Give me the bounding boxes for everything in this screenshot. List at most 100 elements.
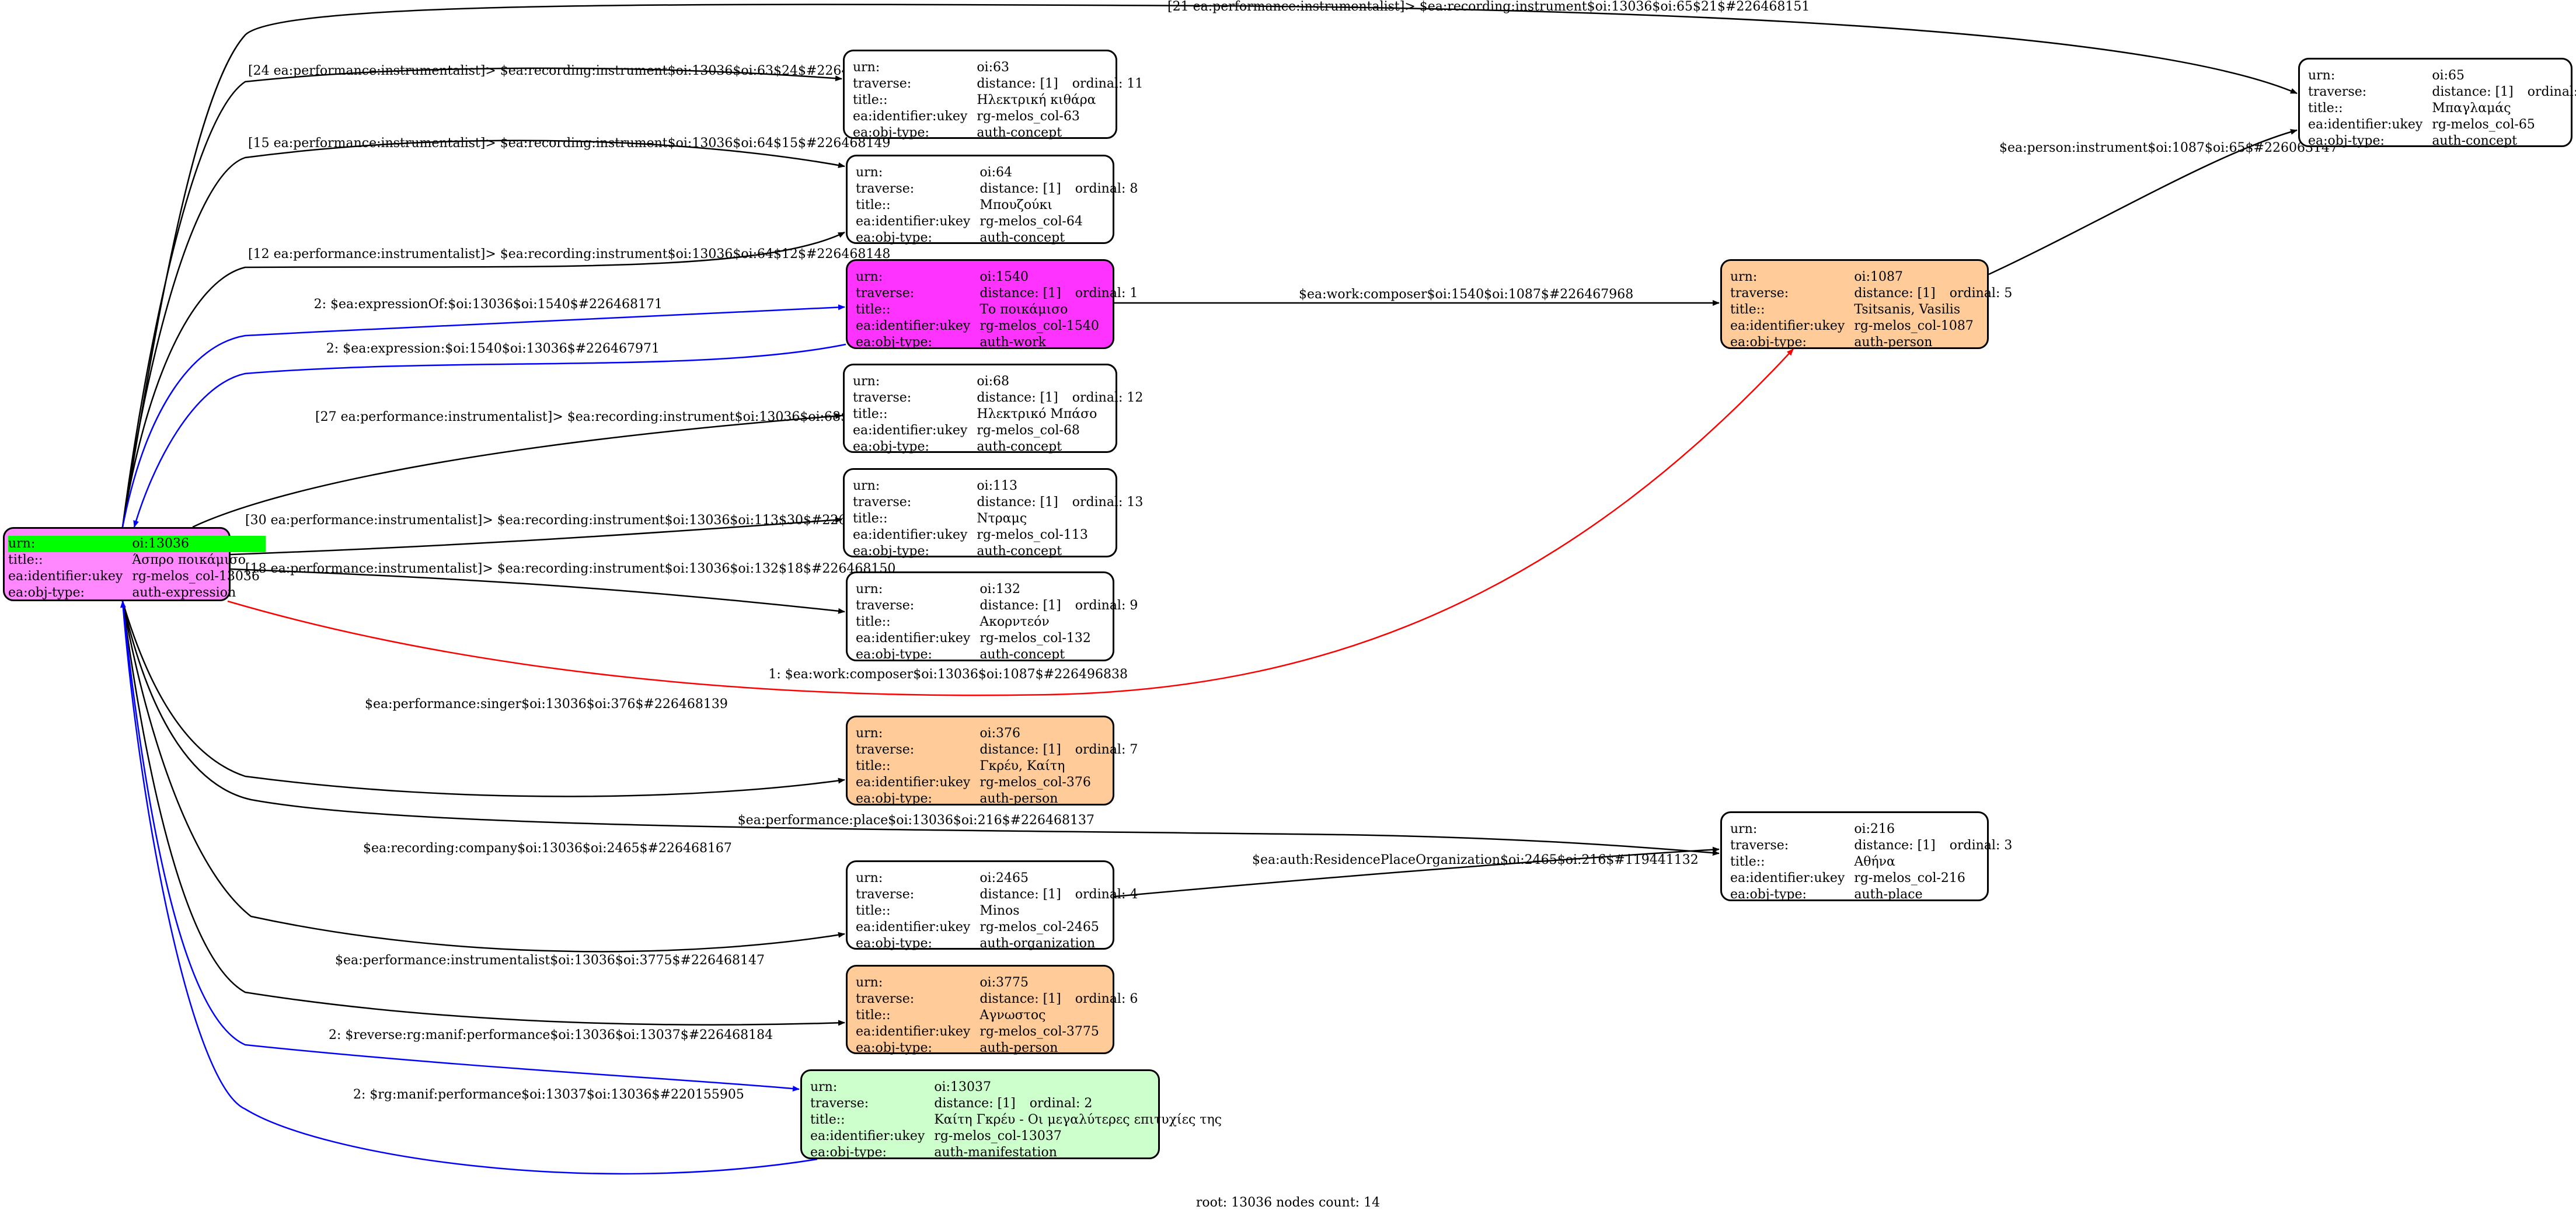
field-value: rg-melos_col-68 [977, 423, 1080, 438]
field-key: ea:identifier:ukey [856, 631, 971, 646]
node-field-row: urn:oi:3775 [856, 975, 1144, 991]
node-field-row: traverse:distance: [1]ordinal: 1 [856, 285, 1144, 302]
field-value: oi:376 [979, 726, 1020, 741]
field-key: traverse: [1730, 286, 1789, 301]
field-key: ea:identifier:ukey [856, 1024, 971, 1039]
node-field-row: ea:obj-type:auth-place [1730, 887, 2018, 903]
field-value: oi:68 [977, 374, 1009, 389]
node-field-row: urn:oi:13036 [8, 536, 266, 552]
field-value: Ηλεκτρική κιθάρα [977, 93, 1096, 107]
node-field-row: ea:obj-type:auth-organization [856, 936, 1144, 952]
traverse-ordinal: ordinal: 5 [1949, 286, 2013, 301]
node-field-row: traverse:distance: [1]ordinal: 9 [856, 598, 1144, 614]
node-field-row: traverse:distance: [1]ordinal: 11 [853, 76, 1149, 92]
field-value: rg-melos_col-376 [979, 775, 1091, 790]
field-key: ea:obj-type: [856, 791, 932, 806]
edge-e-64a [121, 140, 845, 528]
node-field-row: urn:oi:113 [853, 478, 1149, 494]
traverse-ordinal: ordinal: 13 [1072, 495, 1144, 510]
field-value: Αγνωστος [979, 1008, 1046, 1023]
field-key: title:: [856, 904, 891, 918]
field-key: urn: [853, 60, 880, 75]
traverse-ordinal: ordinal: 1 [1075, 286, 1138, 301]
field-value: Το ποικάμισο [979, 302, 1068, 317]
field-key: traverse: [810, 1096, 869, 1111]
field-value: rg-melos_col-65 [2432, 117, 2535, 132]
field-key: traverse: [853, 76, 912, 91]
traverse-distance: distance: [1] [979, 182, 1061, 196]
node-field-row: urn:oi:1540 [856, 269, 1144, 285]
field-key: traverse: [856, 887, 915, 902]
field-value: distance: [1]ordinal: 7 [979, 742, 1144, 758]
edge-label-e-1087r: 1: $ea:work:composer$oi:13036$oi:1087$#2… [768, 667, 1128, 682]
field-key: urn: [853, 479, 880, 493]
field-key: traverse: [856, 992, 915, 1006]
field-key: urn: [856, 871, 883, 885]
traverse-distance: distance: [1] [977, 76, 1058, 91]
edge-label-e-376: $ea:performance:singer$oi:13036$oi:376$#… [365, 697, 728, 712]
node-field-row: traverse:distance: [1]ordinal: 4 [856, 887, 1144, 903]
field-value: rg-melos_col-113 [977, 528, 1088, 542]
node-field-row: ea:obj-type:auth-concept [853, 543, 1149, 560]
node-field-row: title::Αγνωστος [856, 1007, 1144, 1024]
field-value: rg-melos_col-216 [1854, 871, 1965, 885]
field-key: ea:obj-type: [8, 585, 85, 600]
field-value: oi:3775 [979, 975, 1029, 990]
field-key: title:: [1730, 302, 1765, 317]
field-key: urn: [856, 270, 883, 284]
field-value: Ακορντεόν [979, 615, 1050, 629]
edge-e-1540b [133, 343, 846, 528]
node-field-row: urn:oi:132 [856, 581, 1144, 598]
traverse-ordinal: ordinal: 8 [1075, 182, 1138, 196]
field-value: auth-concept [977, 544, 1062, 559]
traverse-distance: distance: [1] [977, 390, 1058, 405]
field-value: auth-concept [977, 440, 1062, 454]
field-key: ea:obj-type: [856, 231, 932, 245]
field-key: title:: [853, 93, 888, 107]
node-field-row: traverse:distance: [1]ordinal: 12 [853, 390, 1149, 406]
node-field-row: ea:obj-type:auth-person [856, 1040, 1144, 1056]
node-field-row: ea:obj-type:auth-expression [8, 585, 266, 601]
node-field-row: traverse:distance: [1]ordinal: 6 [856, 991, 1144, 1007]
edge-e-64b [121, 231, 845, 528]
field-value: Ντραμς [977, 511, 1027, 526]
field-value: distance: [1]ordinal: 12 [977, 390, 1149, 406]
field-value: distance: [1] ordinal: 8 [979, 181, 1144, 197]
edge-e-2465-216 [1114, 846, 1720, 898]
field-key: ea:obj-type: [853, 125, 929, 140]
field-value: rg-melos_col-2465 [979, 920, 1099, 934]
field-value: rg-melos_col-1087 [1854, 319, 1974, 333]
node-field-row: title::Ακορντεόν [856, 614, 1144, 630]
node-field-row: traverse:distance: [1]ordinal: 3 [1730, 838, 2018, 854]
edge-e-1087-65 [1988, 129, 2298, 276]
field-value: auth-concept [979, 647, 1065, 662]
node-field-row: traverse:distance: [1]ordinal: 5 [1730, 285, 2018, 302]
edge-label-e-216: $ea:performance:place$oi:13036$oi:216$#2… [738, 813, 1094, 828]
